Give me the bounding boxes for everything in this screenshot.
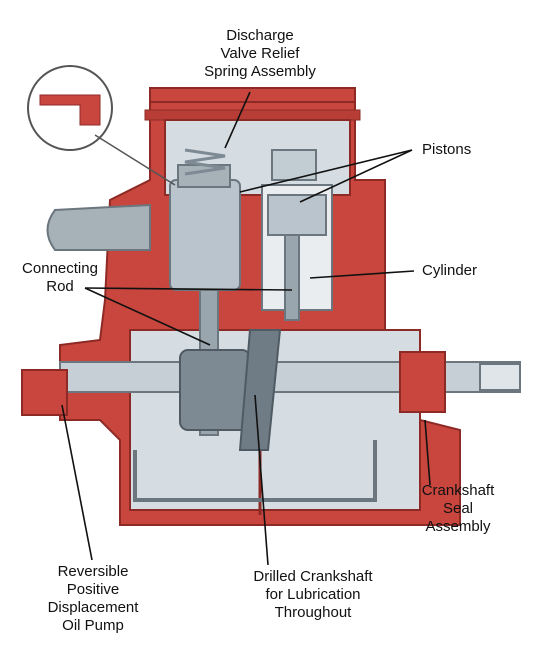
label-oil-pump-line1: Reversible [57,563,129,580]
label-discharge-valve-line1: Discharge [226,27,294,44]
leader-rod-1 [84,287,211,346]
label-drilled-crankshaft-line1: Drilled Crankshaft [253,568,373,585]
crankshaft-seal-block [399,351,446,413]
label-discharge-valve: Discharge Valve Relief Spring Assembly [190,27,330,81]
right-cylinder-cutaway [261,149,333,321]
label-pistons-line1: Pistons [422,141,472,158]
leader-discharge-valve [224,91,251,149]
leader-pistons-1 [239,149,413,193]
label-crankshaft-seal: Crankshaft Seal Assembly [408,482,508,536]
oil-pump-block [21,369,68,416]
leader-lines [61,91,431,566]
label-oil-pump: Reversible Positive Displacement Oil Pum… [28,563,158,635]
discharge-pipe [46,203,151,251]
label-drilled-crankshaft-line3: Throughout [274,604,352,621]
leader-pistons-2 [299,149,413,203]
label-crankshaft-seal-line2: Seal [442,500,474,517]
label-pistons: Pistons [422,141,471,159]
label-drilled-crankshaft-line2: for Lubrication [265,586,361,603]
label-connecting-rod-line2: Rod [46,278,74,295]
label-crankshaft-seal-line1: Crankshaft [421,482,495,499]
label-discharge-valve-line3: Spring Assembly [204,63,316,80]
label-crankshaft-seal-line3: Assembly [425,518,491,535]
label-oil-pump-line3: Displacement [47,599,139,616]
leader-rod-2 [84,287,293,291]
label-connecting-rod-line1: Connecting [22,260,98,277]
leader-oil-pump [61,404,93,561]
label-cylinder-line1: Cylinder [422,262,478,279]
detail-inset [27,65,176,186]
label-oil-pump-line2: Positive [66,581,120,598]
label-drilled-crankshaft: Drilled Crankshaft for Lubrication Throu… [238,568,388,622]
leader-seal [424,419,431,486]
label-oil-pump-line4: Oil Pump [62,617,124,634]
leader-drilled-crankshaft [254,394,269,566]
label-connecting-rod: Connecting Rod [10,260,110,296]
label-cylinder: Cylinder [422,262,477,280]
leader-cylinder [309,270,415,279]
label-discharge-valve-line2: Valve Relief [220,45,300,62]
oil-line [133,440,377,502]
